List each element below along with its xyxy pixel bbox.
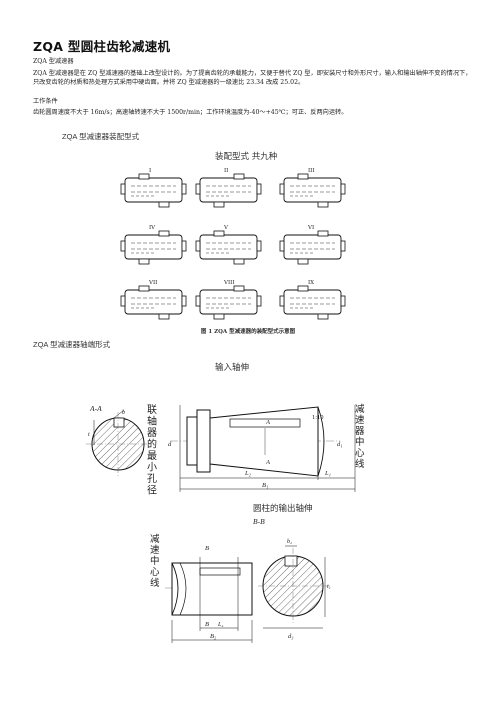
dim-l4: L₄ bbox=[217, 622, 223, 628]
section-aa-label: A-A bbox=[89, 404, 102, 413]
output-section-bb: B-B b₂ t₁ d₃ bbox=[253, 517, 331, 640]
section-b-bottom: B bbox=[205, 621, 209, 628]
output-shaft: 减速中心线 B B L₄ B₂ bbox=[150, 533, 253, 643]
dim-d3: d₃ bbox=[288, 633, 294, 640]
subtitle: ZQA 型减速器 bbox=[33, 58, 74, 65]
section-a-top: A bbox=[265, 419, 270, 426]
assembly-type-label: IX bbox=[308, 280, 314, 286]
taper-ratio: 1:10 bbox=[312, 414, 324, 421]
assembly-type-label: VII bbox=[148, 280, 157, 286]
assembly-type-9: IX bbox=[279, 280, 346, 320]
assembly-types-title: 装配型式 共九种 bbox=[215, 152, 278, 162]
dim-l2: L₂ bbox=[244, 470, 252, 477]
input-shaft: A A 1:10 d d₁ L₂ L₁ B₁ bbox=[168, 405, 356, 492]
figure-1-caption: 图 1 ZQA 型减速器的装配型式示意图 bbox=[200, 329, 296, 335]
assembly-type-5: V bbox=[195, 225, 262, 265]
assembly-type-8: VIII bbox=[195, 280, 262, 320]
center-line-text-output: 减速中心线 bbox=[150, 533, 160, 589]
assembly-type-label: III bbox=[308, 168, 315, 174]
dim-t: t bbox=[88, 432, 90, 438]
assembly-type-6: VI bbox=[279, 225, 346, 265]
dim-d: d bbox=[168, 441, 172, 448]
assembly-type-label: II bbox=[224, 168, 228, 174]
assembly-type-1: I bbox=[120, 168, 187, 208]
input-shaft-title: 输入轴伸 bbox=[215, 363, 250, 373]
dim-b1: B₁ bbox=[262, 482, 268, 489]
assembly-type-7: VII bbox=[120, 280, 187, 320]
coupling-bore-label: 联轴器的最小孔径 bbox=[147, 404, 157, 497]
assembly-type-label: IV bbox=[149, 225, 156, 231]
section-bb-label: B-B bbox=[253, 517, 265, 526]
dim-d1: d₁ bbox=[337, 441, 343, 448]
assembly-type-3: III bbox=[279, 168, 346, 208]
assembly-type-label: VIII bbox=[223, 280, 235, 286]
center-line-input-label: 减速器中心线 bbox=[355, 403, 365, 470]
conditions-paragraph: 齿轮圆周速度不大于 16m/s；高速轴转速不大于 1500r/min；工作环境温… bbox=[33, 109, 348, 116]
input-section-aa: A-A b t bbox=[86, 404, 150, 476]
dim-l1: L₁ bbox=[324, 470, 331, 477]
section-a-bottom: A bbox=[265, 459, 270, 466]
dim-b2-cap: B₂ bbox=[210, 633, 217, 640]
document-title: ZQA 型圆柱齿轮减速机 bbox=[33, 39, 171, 54]
assembly-type-label: VI bbox=[307, 225, 314, 231]
assembly-type-2: II bbox=[195, 168, 262, 208]
assembly-type-label: I bbox=[149, 168, 151, 174]
assembly-types-heading: ZQA 型减速器装配型式 bbox=[62, 132, 140, 141]
dim-t1: t₁ bbox=[327, 584, 331, 590]
section-b-top: B bbox=[205, 545, 209, 552]
intro-paragraph: ZQA 型减速器是在 ZQ 型减速器的基础上改型设计的。为了提高齿轮的承载能力，… bbox=[33, 70, 472, 86]
center-line-text-input: 减速器中心线 bbox=[355, 403, 365, 470]
output-shaft-title: 圆柱的输出轴伸 bbox=[253, 504, 313, 514]
dim-b: b bbox=[122, 410, 125, 416]
conditions-heading: 工作条件 bbox=[33, 98, 58, 105]
assembly-type-label: V bbox=[223, 225, 229, 231]
shaft-end-heading: ZQA 型减速器轴端形式 bbox=[33, 340, 111, 349]
coupling-bore-text: 联轴器的最小孔径 bbox=[147, 404, 157, 497]
assembly-type-4: IV bbox=[120, 225, 187, 265]
dim-b2: b₂ bbox=[287, 539, 292, 545]
